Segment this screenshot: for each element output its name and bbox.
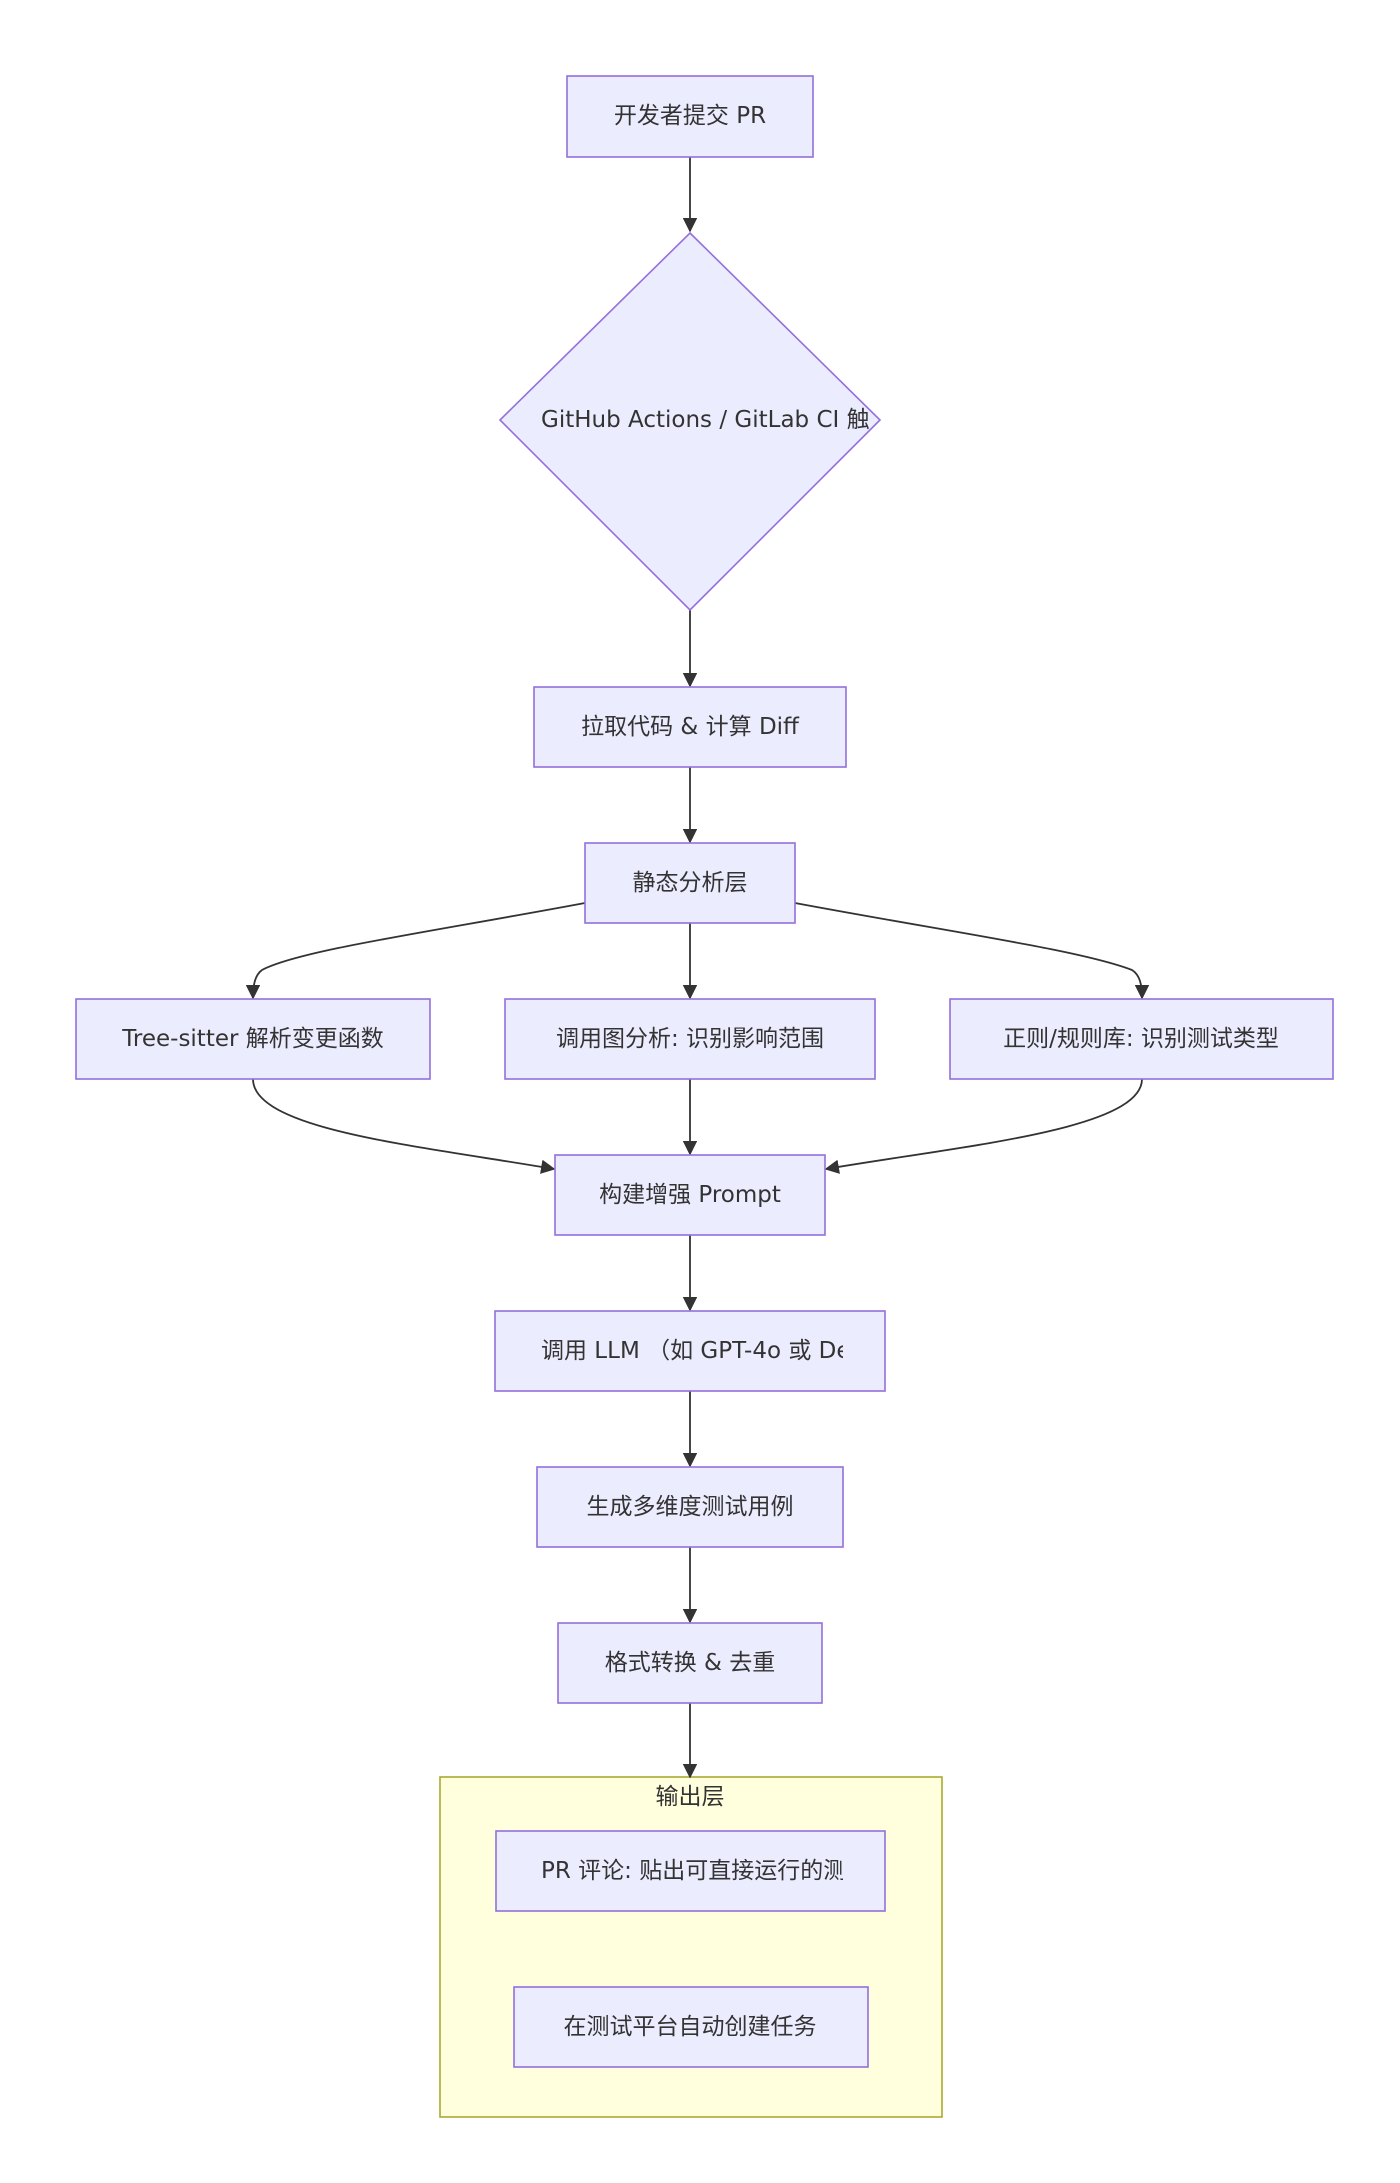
- output-layer-title: 输出层: [656, 1784, 725, 1810]
- svg-text:GitHub Actions / GitLab CI 触: GitHub Actions / GitLab CI 触: [541, 407, 870, 433]
- node-call-graph: 调用图分析: 识别影响范围: [504, 998, 876, 1080]
- node-call-llm: 调用 LLM （如 GPT-4o 或 De: [494, 1310, 886, 1392]
- edge-static-to-treesitter: [245, 902, 586, 1000]
- node-build-prompt: 构建增强 Prompt: [554, 1154, 826, 1236]
- node-pr-comment: PR 评论: 贴出可直接运行的测: [495, 1830, 886, 1912]
- edges: [245, 157, 1150, 1779]
- svg-text:生成多维度测试用例: 生成多维度测试用例: [587, 1494, 794, 1520]
- svg-text:格式转换 & 去重: 格式转换 & 去重: [605, 1650, 776, 1676]
- svg-text:构建增强 Prompt: 构建增强 Prompt: [599, 1182, 781, 1208]
- svg-text:正则/规则库: 识别测试类型: 正则/规则库: 识别测试类型: [1003, 1026, 1279, 1052]
- node-tree-sitter: Tree-sitter 解析变更函数: [75, 998, 431, 1080]
- node-submit-pr: 开发者提交 PR: [566, 75, 814, 158]
- svg-text:开发者提交 PR: 开发者提交 PR: [614, 103, 766, 129]
- edge-treesitter-to-prompt: [252, 1078, 556, 1174]
- node-pull-diff: 拉取代码 & 计算 Diff: [533, 686, 847, 768]
- svg-text:在测试平台自动创建任务: 在测试平台自动创建任务: [564, 2014, 817, 2040]
- node-ci-trigger-decision: GitHub Actions / GitLab CI 触: [498, 231, 882, 612]
- edge-regex-to-prompt: [824, 1078, 1143, 1174]
- svg-text:Tree-sitter 解析变更函数: Tree-sitter 解析变更函数: [121, 1026, 384, 1052]
- node-generate-test-cases: 生成多维度测试用例: [536, 1466, 844, 1548]
- edge-static-to-regex: [794, 902, 1150, 1000]
- svg-text:调用图分析: 识别影响范围: 调用图分析: 识别影响范围: [556, 1026, 824, 1052]
- node-format-dedup: 格式转换 & 去重: [557, 1622, 823, 1704]
- svg-text:PR 评论: 贴出可直接运行的测: PR 评论: 贴出可直接运行的测: [541, 1858, 846, 1884]
- svg-text:静态分析层: 静态分析层: [633, 870, 748, 896]
- node-create-test-task: 在测试平台自动创建任务: [513, 1986, 869, 2068]
- node-static-analysis-layer: 静态分析层: [584, 842, 796, 924]
- svg-text:调用 LLM （如 GPT-4o 或 De: 调用 LLM （如 GPT-4o 或 De: [541, 1338, 851, 1364]
- svg-text:拉取代码 & 计算 Diff: 拉取代码 & 计算 Diff: [581, 714, 800, 740]
- node-regex-rules: 正则/规则库: 识别测试类型: [949, 998, 1334, 1080]
